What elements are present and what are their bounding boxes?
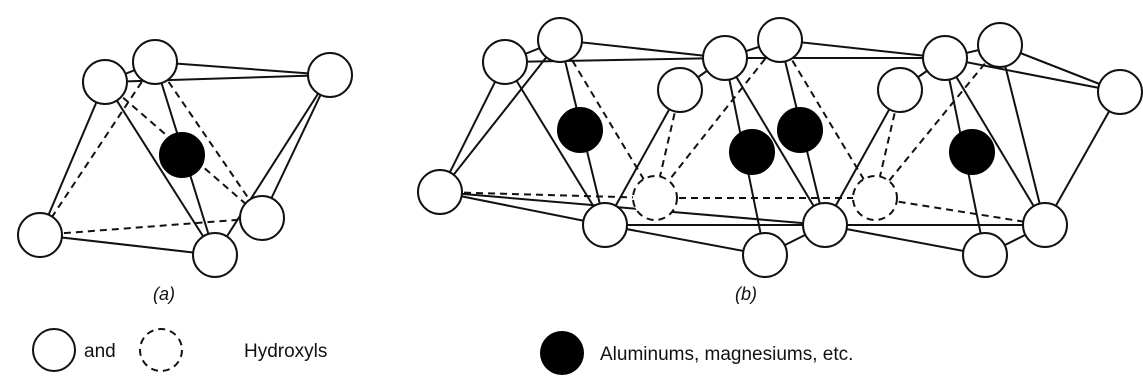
bond (604, 89, 681, 226)
hidden-hydroxyl-atom (632, 175, 678, 221)
metal-cation (159, 132, 205, 178)
hidden-hydroxyl-atom (852, 175, 898, 221)
hydroxyl-atom (802, 202, 848, 248)
bond (439, 61, 506, 193)
hydroxyl-atom (482, 39, 528, 85)
hidden-bond (654, 39, 781, 199)
panel-a-octahedron (17, 39, 353, 278)
metal-cation (777, 107, 823, 153)
bond (944, 57, 1121, 93)
hydroxyl-atom (657, 67, 703, 113)
panel-a-label: (a) (153, 284, 175, 304)
bond (214, 74, 331, 256)
hydroxyl-legend-icon (32, 328, 76, 372)
hydroxyl-atom (922, 35, 968, 81)
legend-metals-label: Aluminums, magnesiums, etc. (600, 344, 853, 365)
hydroxyl-atom (239, 195, 285, 241)
hydroxyl-atom (702, 35, 748, 81)
hydroxyl-atom (877, 67, 923, 113)
hydroxyl-atom (307, 52, 353, 98)
legend: and Hydroxyls Aluminums, magnesiums, etc… (32, 328, 853, 375)
hydroxyl-atom (192, 232, 238, 278)
hydroxyl-atom (1022, 202, 1068, 248)
metal-cation (557, 107, 603, 153)
metal-legend-icon (540, 331, 584, 375)
hidden-bond (779, 39, 876, 199)
bond (504, 61, 606, 226)
hydroxyl-atom (962, 232, 1008, 278)
bond (1044, 91, 1121, 226)
bond (439, 39, 561, 193)
hydroxyl-atom (742, 232, 788, 278)
metal-cation (949, 129, 995, 175)
hydroxyl-atom (977, 22, 1023, 68)
hidden-bond (874, 44, 1001, 199)
hidden-bond (39, 217, 263, 236)
bond (104, 81, 216, 256)
hydroxyl-atom (17, 212, 63, 258)
hydroxyl-atom (82, 59, 128, 105)
top-edge (504, 38, 1121, 93)
legend-and-label: and (84, 341, 116, 362)
hidden-bond (874, 197, 1046, 226)
hydroxyl-atom (537, 17, 583, 63)
bond (999, 44, 1046, 226)
hidden-bond (39, 61, 156, 236)
hydroxyl-atom (1097, 69, 1143, 115)
bond (724, 57, 826, 226)
bottom-edge (439, 191, 1046, 257)
hydroxyl-atom (417, 169, 463, 215)
metal-cation (729, 129, 775, 175)
bond (39, 81, 106, 236)
bond (39, 234, 216, 256)
hydroxyl-atom (582, 202, 628, 248)
bond (944, 57, 1046, 226)
hidden-bond (154, 61, 263, 219)
hydroxyl-atom (132, 39, 178, 85)
hidden-hydroxyl-legend-icon (139, 328, 183, 372)
panel-b-label: (b) (735, 284, 757, 304)
bond (439, 191, 826, 226)
legend-hydroxyls-label: Hydroxyls (244, 341, 327, 362)
hydroxyl-atom (757, 17, 803, 63)
hidden-bond (559, 39, 656, 199)
hidden-bond (104, 81, 263, 219)
bond (824, 89, 901, 226)
panel-b-sheet (417, 17, 1143, 278)
bond (504, 57, 726, 63)
bond (261, 74, 331, 219)
bond (154, 61, 331, 76)
